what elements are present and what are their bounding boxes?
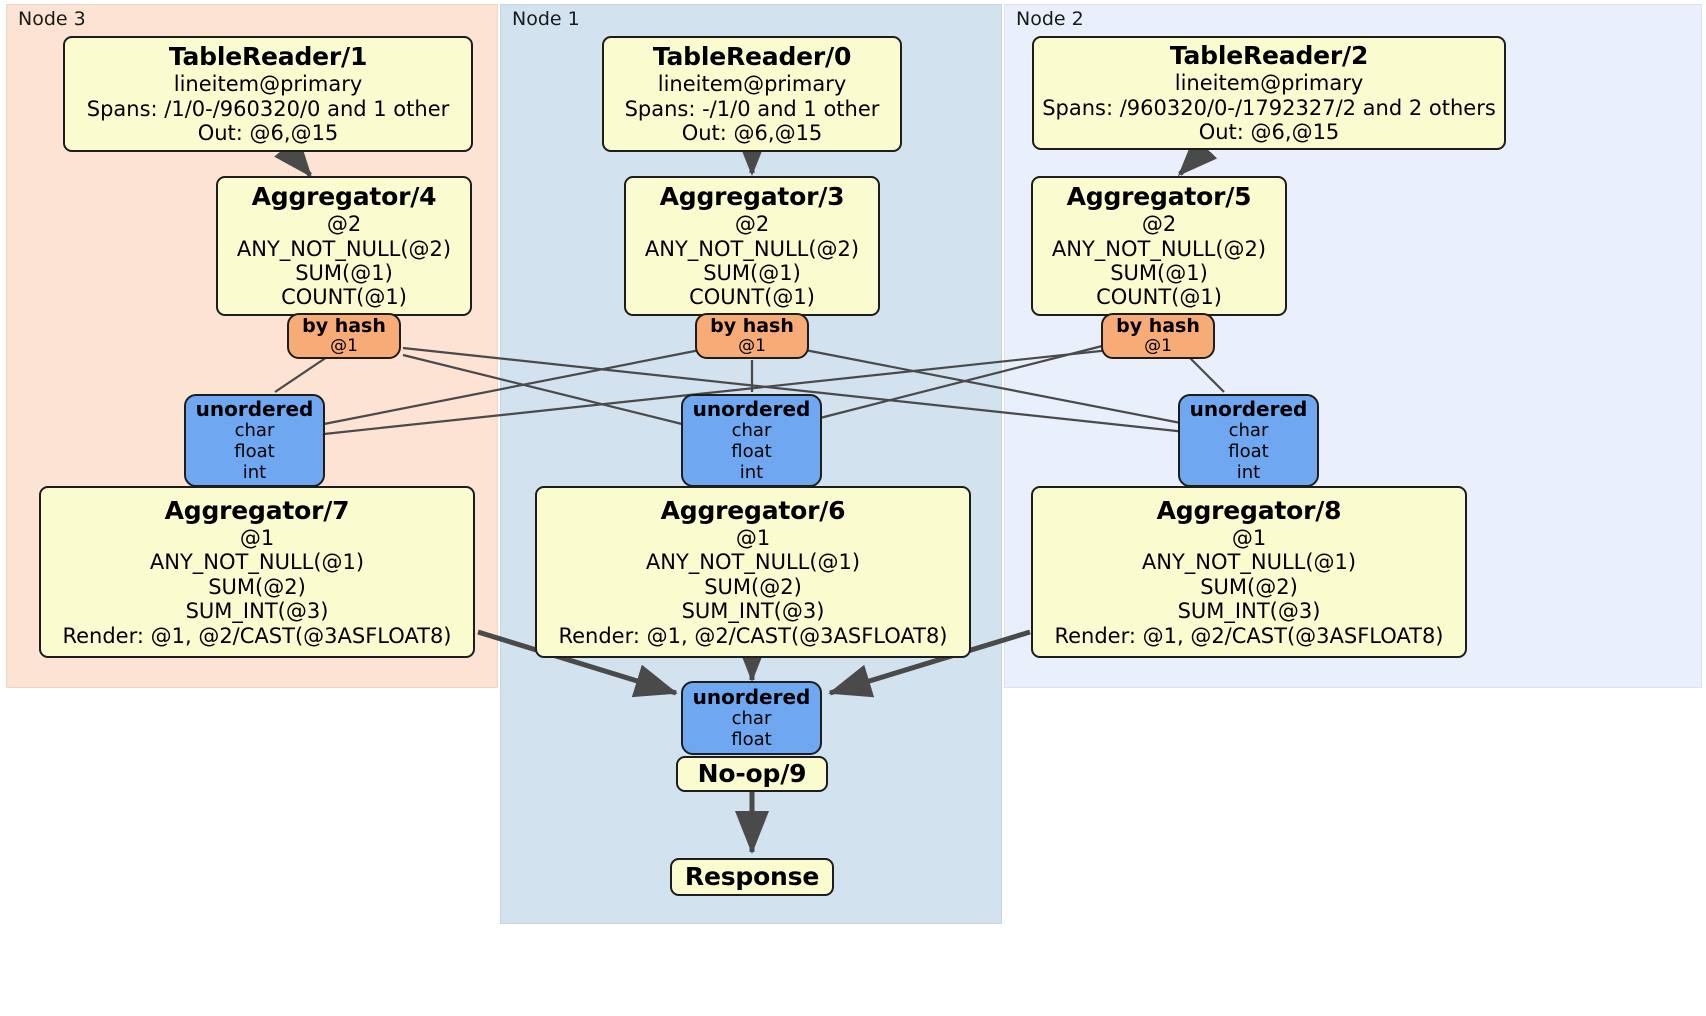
router-by-hash-left[interactable]: by hash @1 [287, 313, 401, 359]
processor-no-op-9[interactable]: No-op/9 [676, 756, 828, 792]
processor-line: lineitem@primary [657, 72, 847, 97]
processor-line: COUNT(@1) [689, 285, 815, 310]
processor-title: No-op/9 [697, 759, 807, 788]
router-line: float [234, 440, 275, 462]
node-label-node2: Node 2 [1016, 8, 1084, 30]
processor-line: @2 [326, 212, 362, 237]
processor-tablereader-0[interactable]: TableReader/0 lineitem@primary Spans: -/… [602, 36, 902, 152]
router-title: unordered [1189, 396, 1308, 421]
router-line: int [739, 461, 764, 483]
processor-line: Render: @1, @2/CAST(@3ASFLOAT8) [558, 623, 948, 648]
router-line: int [1236, 461, 1261, 483]
processor-line: ANY_NOT_NULL(@1) [645, 550, 861, 575]
processor-title: TableReader/1 [168, 42, 368, 72]
processor-title: Aggregator/3 [659, 182, 845, 212]
processor-line: Spans: /1/0-/960320/0 and 1 other [86, 96, 450, 121]
node-label-node1: Node 1 [512, 8, 580, 30]
router-title: by hash [710, 315, 794, 338]
router-line: @1 [330, 336, 358, 357]
router-by-hash-mid[interactable]: by hash @1 [695, 313, 809, 359]
router-unordered-final[interactable]: unordered char float [681, 681, 822, 755]
processor-title: TableReader/0 [652, 42, 852, 72]
processor-aggregator-6[interactable]: Aggregator/6 @1 ANY_NOT_NULL(@1) SUM(@2)… [535, 486, 971, 658]
processor-line: SUM_INT(@3) [185, 599, 329, 624]
router-title: by hash [302, 315, 386, 338]
processor-tablereader-1[interactable]: TableReader/1 lineitem@primary Spans: /1… [63, 36, 473, 152]
router-title: unordered [692, 396, 811, 421]
processor-line: @1 [1231, 526, 1267, 551]
router-line: float [731, 440, 772, 462]
processor-line: SUM(@1) [295, 261, 393, 285]
processor-line: SUM(@1) [703, 261, 801, 285]
processor-line: ANY_NOT_NULL(@2) [236, 236, 452, 261]
processor-aggregator-4[interactable]: Aggregator/4 @2 ANY_NOT_NULL(@2) SUM(@1)… [216, 176, 472, 316]
processor-line: ANY_NOT_NULL(@2) [1051, 236, 1267, 261]
processor-line: SUM(@1) [1110, 261, 1208, 285]
processor-line: ANY_NOT_NULL(@1) [1141, 550, 1357, 575]
router-line: float [1228, 440, 1269, 462]
processor-title: Aggregator/4 [251, 182, 437, 212]
processor-line: ANY_NOT_NULL(@2) [644, 236, 860, 261]
router-line: float [731, 728, 772, 750]
processor-line: Spans: -/1/0 and 1 other [624, 96, 880, 121]
processor-title: Aggregator/6 [660, 496, 846, 526]
processor-line: COUNT(@1) [1096, 285, 1222, 310]
processor-aggregator-7[interactable]: Aggregator/7 @1 ANY_NOT_NULL(@1) SUM(@2)… [39, 486, 475, 658]
processor-line: SUM_INT(@3) [681, 599, 825, 624]
router-line: @1 [738, 336, 766, 357]
processor-title: TableReader/2 [1169, 41, 1369, 71]
processor-line: lineitem@primary [173, 72, 363, 97]
router-by-hash-right[interactable]: by hash @1 [1101, 313, 1215, 359]
processor-line: SUM(@2) [1200, 574, 1298, 599]
router-title: unordered [692, 684, 811, 709]
processor-line: SUM(@2) [704, 574, 802, 599]
router-line: char [1228, 419, 1269, 441]
router-line: @1 [1144, 336, 1172, 357]
processor-title: Aggregator/7 [164, 496, 350, 526]
processor-line: @1 [239, 526, 275, 551]
processor-line: Out: @6,@15 [197, 121, 339, 146]
router-unordered-right[interactable]: unordered char float int [1178, 394, 1319, 487]
processor-line: @1 [735, 526, 771, 551]
router-title: by hash [1116, 315, 1200, 338]
processor-title: Response [684, 862, 820, 891]
processor-line: COUNT(@1) [281, 285, 407, 310]
processor-response[interactable]: Response [670, 858, 834, 896]
processor-line: Out: @6,@15 [681, 121, 823, 146]
processor-tablereader-2[interactable]: TableReader/2 lineitem@primary Spans: /9… [1032, 36, 1506, 150]
processor-title: Aggregator/5 [1066, 182, 1252, 212]
processor-line: Render: @1, @2/CAST(@3ASFLOAT8) [1054, 623, 1444, 648]
processor-aggregator-3[interactable]: Aggregator/3 @2 ANY_NOT_NULL(@2) SUM(@1)… [624, 176, 880, 316]
processor-line: ANY_NOT_NULL(@1) [149, 550, 365, 575]
processor-line: SUM(@2) [208, 574, 306, 599]
processor-aggregator-8[interactable]: Aggregator/8 @1 ANY_NOT_NULL(@1) SUM(@2)… [1031, 486, 1467, 658]
processor-line: @2 [734, 212, 770, 237]
processor-line: SUM_INT(@3) [1177, 599, 1321, 624]
processor-line: lineitem@primary [1174, 71, 1364, 96]
processor-line: Render: @1, @2/CAST(@3ASFLOAT8) [62, 623, 452, 648]
router-line: char [234, 419, 275, 441]
router-unordered-mid[interactable]: unordered char float int [681, 394, 822, 487]
router-line: int [242, 461, 267, 483]
processor-title: Aggregator/8 [1156, 496, 1342, 526]
router-line: char [731, 419, 772, 441]
router-title: unordered [195, 396, 314, 421]
processor-line: Spans: /960320/0-/1792327/2 and 2 others [1042, 95, 1496, 120]
node-label-node3: Node 3 [18, 8, 86, 30]
router-line: char [731, 707, 772, 729]
processor-line: @2 [1141, 212, 1177, 237]
router-unordered-left[interactable]: unordered char float int [184, 394, 325, 487]
processor-line: Out: @6,@15 [1198, 120, 1340, 145]
processor-aggregator-5[interactable]: Aggregator/5 @2 ANY_NOT_NULL(@2) SUM(@1)… [1031, 176, 1287, 316]
